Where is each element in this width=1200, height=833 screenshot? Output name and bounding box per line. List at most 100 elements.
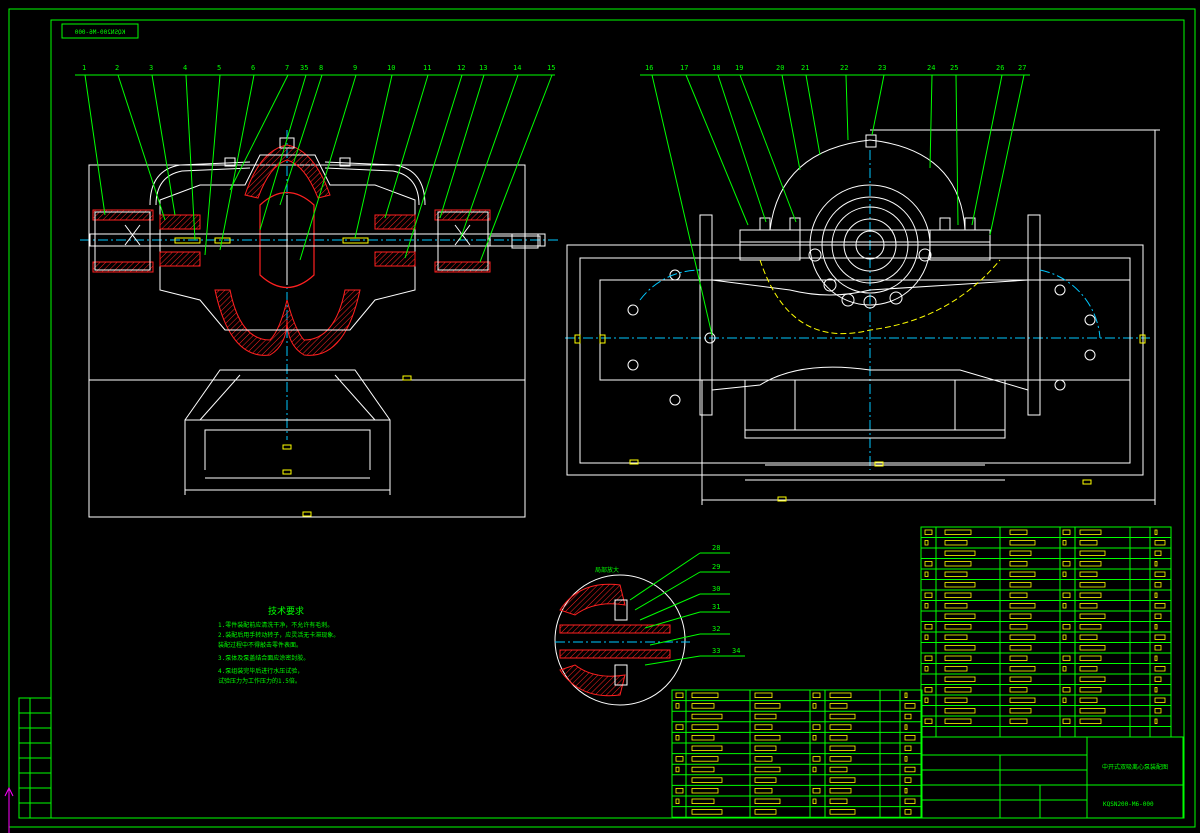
part-number-18: 18 [712, 64, 720, 72]
parts-list-cell-entry [944, 540, 968, 546]
parts-list-cell-entry [1154, 697, 1166, 703]
part-number-25: 25 [950, 64, 958, 72]
parts-list-cell-entry [1009, 550, 1032, 556]
parts-list-right [920, 526, 1172, 738]
parts-list-cell-entry [1079, 529, 1102, 535]
parts-list-cell-entry [829, 766, 848, 773]
parts-list-cell-entry [924, 592, 933, 598]
parts-list-cell-entry [904, 756, 908, 762]
part-number-23: 23 [878, 64, 886, 72]
parts-list-cell-entry [1079, 571, 1098, 577]
parts-list-cell-entry [812, 756, 821, 762]
part-number-12: 12 [457, 64, 465, 72]
parts-list-cell-entry [944, 645, 976, 651]
part-number-2: 2 [115, 64, 119, 72]
parts-list-cell-entry [754, 766, 781, 773]
parts-list-cell-entry [924, 561, 933, 567]
parts-list-cell-entry [1009, 582, 1032, 588]
parts-list-cell-entry [944, 634, 968, 640]
parts-list-cell-entry [1154, 718, 1158, 724]
parts-list-cell-entry [1154, 529, 1158, 535]
part-number-22: 22 [840, 64, 848, 72]
part-number-17: 17 [680, 64, 688, 72]
part-number-8: 8 [319, 64, 323, 72]
parts-list-cell-entry [829, 724, 852, 730]
parts-list-cell-entry [1079, 582, 1106, 588]
parts-list-cell-entry [944, 687, 972, 693]
parts-list-cell-entry [691, 756, 719, 762]
parts-list-cell-entry [691, 692, 719, 698]
parts-list-cell-entry [1154, 582, 1162, 588]
parts-list-cell-entry [904, 724, 908, 730]
parts-list-cell-entry [924, 603, 929, 609]
parts-list-cell-entry [944, 708, 976, 714]
parts-list-cell-entry [675, 735, 680, 741]
parts-list-cell-entry [1154, 540, 1166, 546]
parts-list-cell-entry [904, 798, 916, 804]
parts-list-cell-entry [924, 624, 933, 630]
parts-list-cell-entry [1062, 718, 1071, 724]
parts-list-cell-entry [904, 766, 916, 773]
parts-list-cell-entry [944, 592, 972, 598]
parts-list-cell-entry [829, 798, 848, 804]
part-number-27: 27 [1018, 64, 1026, 72]
part-number-13: 13 [479, 64, 487, 72]
parts-list-cell-entry [691, 713, 723, 720]
parts-list-cell-entry [812, 766, 817, 773]
parts-list-cell-entry [691, 745, 723, 751]
part-number-7: 7 [285, 64, 289, 72]
part-number-4: 4 [183, 64, 187, 72]
parts-list-cell-entry [944, 603, 968, 609]
part-number-14: 14 [513, 64, 521, 72]
tech-req-title: 技术要求 [268, 605, 304, 617]
parts-list-cell-entry [754, 735, 781, 741]
parts-list-cell-entry [904, 692, 908, 698]
part-number-20: 20 [776, 64, 784, 72]
parts-list-cell-entry [1062, 571, 1067, 577]
parts-list-cell-entry [924, 718, 933, 724]
parts-list-cell-entry [1062, 666, 1067, 672]
parts-list-cell-entry [829, 735, 848, 741]
parts-list-cell-entry [675, 788, 684, 794]
tech-req-item-3: 装配过程中不得敲击零件表面。 [218, 641, 302, 649]
parts-list-cell-entry [1079, 624, 1102, 630]
parts-list-cell-entry [904, 745, 912, 751]
parts-list-cell-entry [691, 788, 719, 794]
parts-list-cell-entry [1009, 603, 1036, 609]
part-number-1: 1 [82, 64, 86, 72]
parts-list-cell-entry [1009, 613, 1032, 619]
parts-list-cell-entry [675, 724, 684, 730]
parts-list-cell-entry [1009, 645, 1032, 651]
parts-list-cell-entry [1079, 634, 1098, 640]
parts-list-cell-entry [924, 634, 929, 640]
detail-view: 局部放大 28 29 30 31 32 33 34 [554, 544, 745, 706]
part-number-26: 26 [996, 64, 1004, 72]
part-number-28: 28 [712, 544, 720, 552]
parts-list-cell-entry [1062, 540, 1067, 546]
parts-list-cell-entry [675, 798, 680, 804]
parts-list-cell-entry [675, 766, 680, 773]
inner-drawing-frame [50, 19, 1185, 819]
parts-list-cell-entry [754, 713, 777, 720]
parts-list-cell-entry [944, 697, 968, 703]
parts-list-cell-entry [691, 724, 719, 730]
parts-list-cell-entry [1079, 540, 1098, 546]
parts-list-cell-entry [1062, 655, 1071, 661]
title-block: 中开式双吸离心泵装配图 KQSN200-M6-000 [920, 736, 1184, 819]
parts-list-cell-entry [944, 571, 968, 577]
parts-list-cell-entry [812, 798, 817, 804]
axis-arrow [4, 786, 14, 797]
parts-list-cell-entry [829, 788, 852, 794]
parts-list-cell-entry [812, 735, 817, 741]
parts-list-cell-entry [1009, 561, 1028, 567]
parts-list-cell-entry [1079, 655, 1102, 661]
parts-list-cell-entry [1009, 634, 1036, 640]
parts-list-cell-entry [754, 756, 773, 762]
part-number-3: 3 [149, 64, 153, 72]
parts-list-cell-entry [1079, 697, 1098, 703]
parts-list-cell-entry [924, 655, 933, 661]
parts-list-bottom [671, 689, 923, 819]
parts-list-cell-entry [1009, 687, 1028, 693]
parts-list-cell-entry [691, 809, 723, 815]
